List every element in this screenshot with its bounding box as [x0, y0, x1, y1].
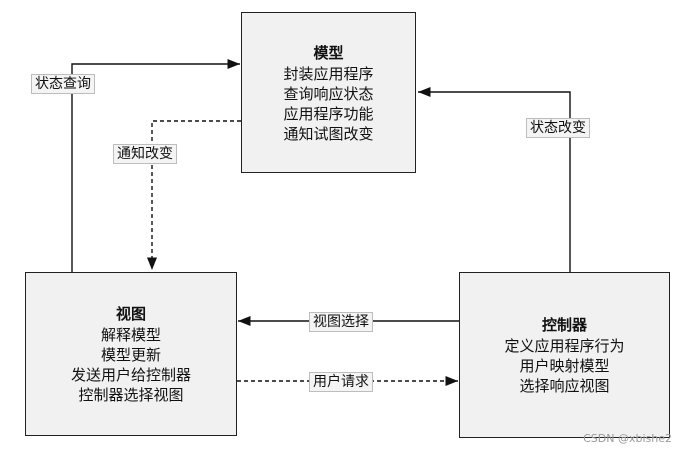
controller-box: 控制器 定义应用程序行为 用户映射模型 选择响应视图: [459, 272, 670, 438]
notify-change-arrow: [146, 120, 241, 270]
controller-title: 控制器: [541, 316, 587, 334]
controller-line: 选择响应视图: [519, 377, 610, 395]
controller-line: 定义应用程序行为: [504, 337, 625, 355]
state-change-arrow: [418, 86, 571, 272]
controller-line: 用户映射模型: [519, 357, 610, 375]
view-line: 解释模型: [100, 326, 161, 344]
view-line: 发送用户给控制器: [70, 366, 191, 384]
state-query-label: 状态查询: [31, 74, 95, 94]
state-query-arrow: [71, 58, 240, 272]
notify-change-label: 通知改变: [113, 144, 177, 164]
view-box: 视图 解释模型 模型更新 发送用户给控制器 控制器选择视图: [25, 272, 237, 436]
model-line: 封装应用程序: [283, 64, 374, 83]
user-request-label: 用户请求: [309, 372, 373, 392]
view-title: 视图: [115, 305, 146, 323]
model-line: 通知试图改变: [283, 124, 374, 143]
view-select-label: 视图选择: [309, 312, 373, 332]
view-line: 模型更新: [100, 346, 161, 364]
model-title: 模型: [313, 43, 344, 62]
watermark: CSDN @xbishe2: [583, 432, 672, 445]
model-line: 查询响应状态: [283, 84, 374, 103]
view-line: 控制器选择视图: [78, 386, 184, 404]
model-box: 模型 封装应用程序 查询响应状态 应用程序功能 通知试图改变: [241, 12, 416, 173]
model-line: 应用程序功能: [283, 104, 374, 123]
state-change-label: 状态改变: [526, 118, 590, 138]
